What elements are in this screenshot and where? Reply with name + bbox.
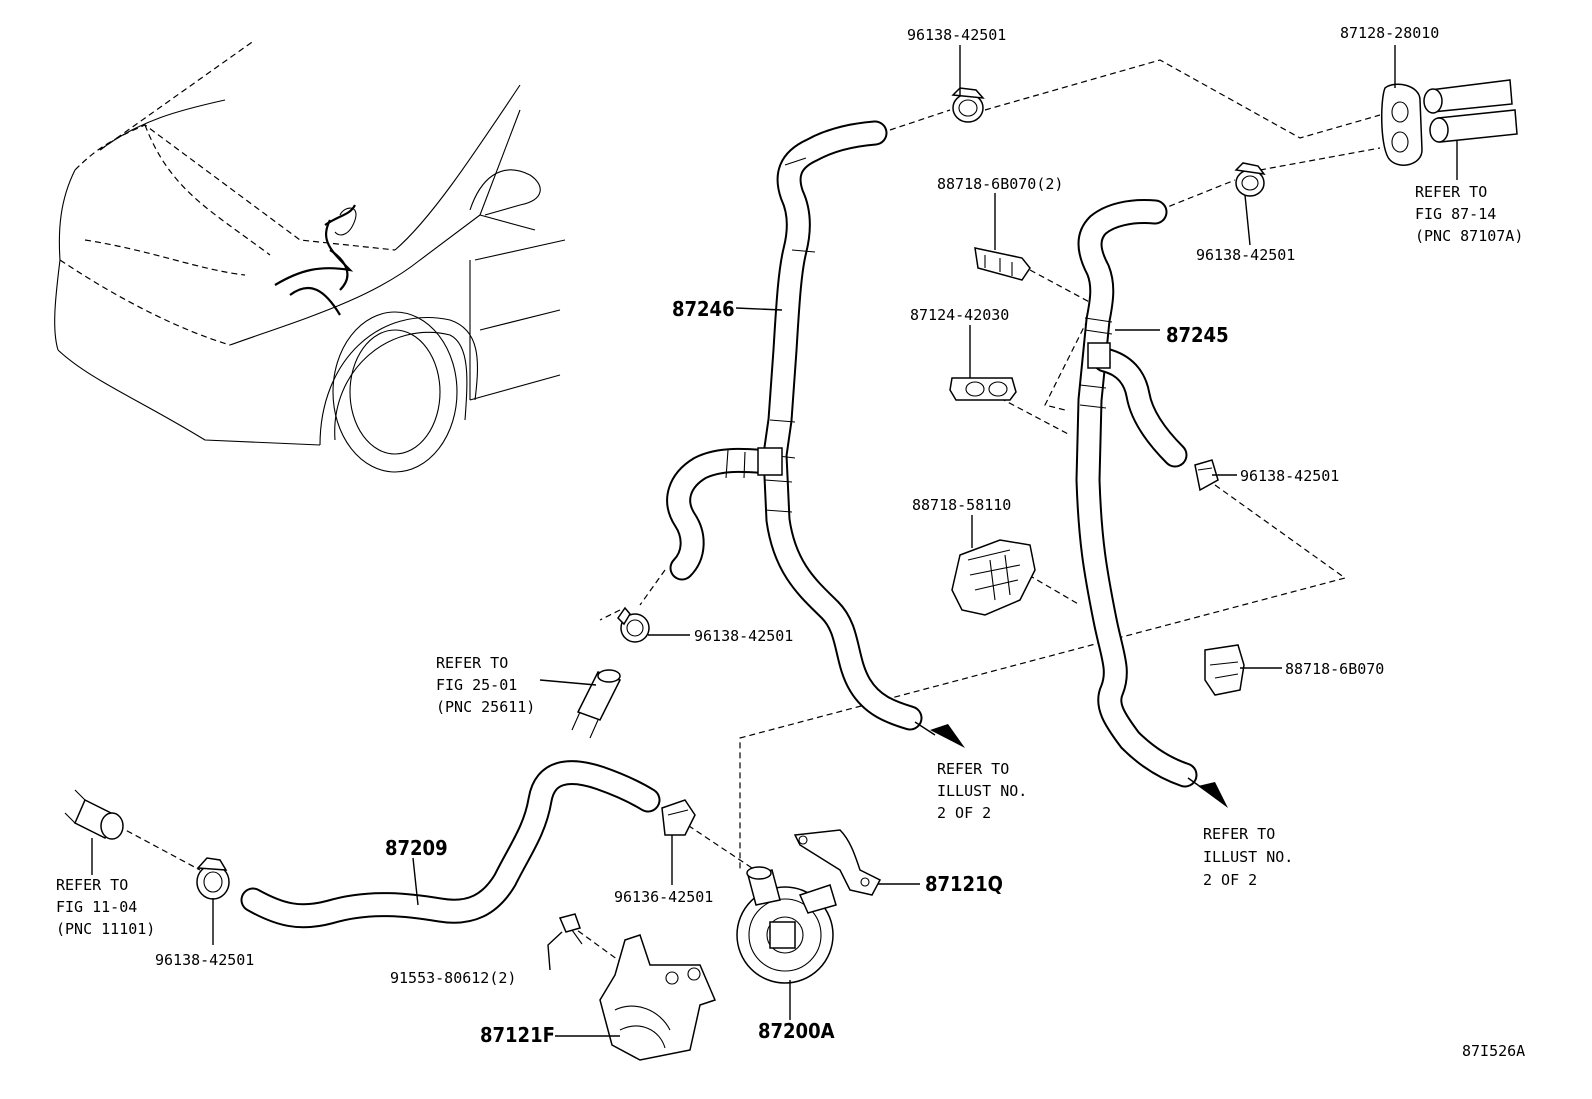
label-87124: 87124-42030 <box>910 306 1009 324</box>
vehicle-front-sketch <box>54 39 566 473</box>
hose-87246 <box>666 120 923 731</box>
bracket-87121q <box>793 829 882 896</box>
leader-lines <box>91 45 1458 1037</box>
hose-87209 <box>240 760 661 929</box>
clamp-top <box>951 87 985 123</box>
illustration-id: 87I526A <box>1462 1042 1525 1060</box>
clamp-right-mid <box>1194 459 1219 492</box>
label-87121f: 87121F <box>480 1023 555 1047</box>
label-96138-right-mid: 96138-42501 <box>1240 467 1339 485</box>
clamp-87124 <box>949 377 1017 401</box>
refer-fig-11-04: REFER TO FIG 11-04 (PNC 11101) <box>56 876 155 938</box>
refer-fig-11-04-line2: FIG 11-04 <box>56 898 137 916</box>
refer-fig-25-01: REFER TO FIG 25-01 (PNC 25611) <box>436 654 535 716</box>
water-pump-87200a <box>736 866 837 984</box>
pipe-fig-25-01 <box>571 669 622 739</box>
bracket-87121f <box>599 934 717 1061</box>
pipe-fig-11-04 <box>64 789 124 840</box>
refer-illust-a-line1: REFER TO <box>937 760 1009 778</box>
refer-fig-87-14-line3: (PNC 87107A) <box>1415 227 1523 245</box>
label-87246: 87246 <box>672 297 735 321</box>
hose-87245 <box>1075 199 1198 788</box>
clip-88718-6b070-top <box>974 247 1031 281</box>
label-87245: 87245 <box>1166 323 1229 347</box>
clamp-96136 <box>661 799 696 836</box>
label-96138-top: 96138-42501 <box>907 26 1006 44</box>
label-87128: 87128-28010 <box>1340 24 1439 42</box>
refer-illust-b-line2: ILLUST NO. <box>1203 848 1293 866</box>
refer-fig-25-01-line1: REFER TO <box>436 654 508 672</box>
refer-illust-a-line3: 2 OF 2 <box>937 804 991 822</box>
clip-88718-58110 <box>951 539 1036 616</box>
label-88718-58110: 88718-58110 <box>912 496 1011 514</box>
refer-illust-b: REFER TO ILLUST NO. 2 OF 2 <box>1203 825 1293 889</box>
label-96136: 96136-42501 <box>614 888 713 906</box>
dashed-leaders <box>117 59 1381 966</box>
refer-illust-b-line1: REFER TO <box>1203 825 1275 843</box>
label-88718-6b070-2: 88718-6B070(2) <box>937 175 1063 193</box>
label-91553: 91553-80612(2) <box>390 969 516 987</box>
grommet-87128 <box>1380 79 1518 166</box>
label-87121q: 87121Q <box>925 872 1003 896</box>
clamp-right-top <box>1234 162 1266 197</box>
clamp-bottom-left <box>196 857 230 900</box>
refer-fig-25-01-line3: (PNC 25611) <box>436 698 535 716</box>
label-87209: 87209 <box>385 836 448 860</box>
clip-88718-6b070-lower <box>1204 644 1245 696</box>
label-87200a: 87200A <box>758 1019 835 1043</box>
callout-labels: 96138-42501 87128-28010 88718-6B070(2) 9… <box>155 24 1439 1047</box>
bolt-91553 <box>558 913 583 945</box>
refer-fig-87-14: REFER TO FIG 87-14 (PNC 87107A) <box>1415 183 1523 245</box>
label-96138-left-mid: 96138-42501 <box>694 627 793 645</box>
clamp-left-mid <box>617 606 650 643</box>
refer-illust-b-line3: 2 OF 2 <box>1203 871 1257 889</box>
refer-fig-11-04-line1: REFER TO <box>56 876 128 894</box>
refer-fig-25-01-line2: FIG 25-01 <box>436 676 517 694</box>
refer-fig-11-04-line3: (PNC 11101) <box>56 920 155 938</box>
refer-illust-a-line2: ILLUST NO. <box>937 782 1027 800</box>
label-96138-right-top: 96138-42501 <box>1196 246 1295 264</box>
refer-fig-87-14-line2: FIG 87-14 <box>1415 205 1496 223</box>
refer-arrows <box>914 721 1228 808</box>
label-96138-bottom-left: 96138-42501 <box>155 951 254 969</box>
refer-fig-87-14-line1: REFER TO <box>1415 183 1487 201</box>
label-88718-6b070: 88718-6B070 <box>1285 660 1384 678</box>
refer-illust-a: REFER TO ILLUST NO. 2 OF 2 <box>937 760 1027 822</box>
